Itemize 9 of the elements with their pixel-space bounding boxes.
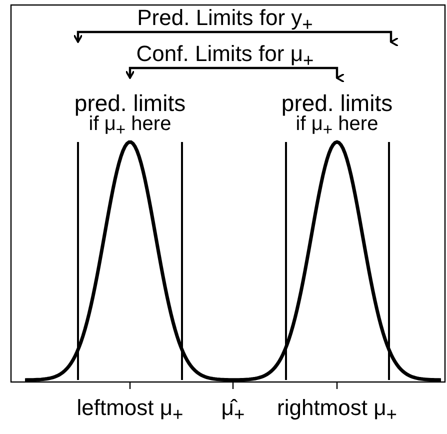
annotation-text: if μ$_{+}$ here <box>88 114 172 139</box>
annotation-text: pred. limits <box>74 92 186 115</box>
tick-label: rightmost μ$_{+}$ <box>277 397 397 424</box>
annotation-text: pred. limits <box>281 92 393 115</box>
bracket-label: Conf. Limits for μ$_{+}$ <box>136 43 314 70</box>
tick-label: leftmost μ$_{+}$ <box>76 397 184 424</box>
annotation-text: if μ$_{+}$ here <box>296 114 378 139</box>
tick-label: μ̂$_{+}$ <box>221 397 245 424</box>
bracket-label: Pred. Limits for y$_{+}$ <box>137 7 313 34</box>
